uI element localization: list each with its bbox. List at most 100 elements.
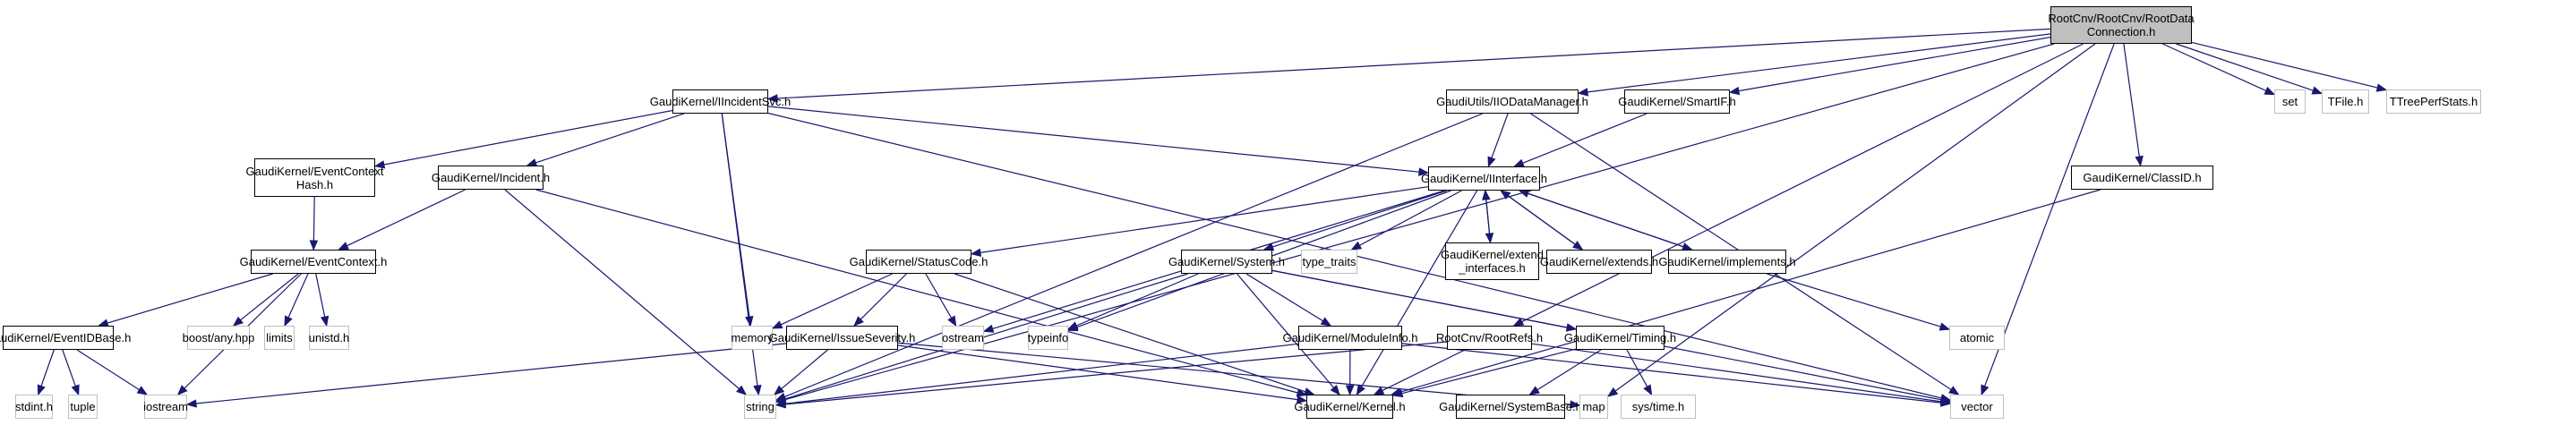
edge-iincidentsvc-to-iinterface bbox=[767, 106, 1420, 173]
arrowhead-icon bbox=[1528, 386, 1540, 395]
node-unistd[interactable]: unistd.h bbox=[309, 326, 349, 350]
node-tuple[interactable]: tuple bbox=[68, 395, 98, 419]
edge-root-to-map bbox=[1614, 43, 2096, 392]
edge-extends-to-iinterface bbox=[1507, 195, 1583, 251]
arrowhead-icon bbox=[1512, 318, 1525, 327]
edge-system-to-typeinfo bbox=[1075, 273, 1199, 327]
node-tfile[interactable]: TFile.h bbox=[2322, 89, 2369, 114]
arrowhead-icon bbox=[1500, 190, 1511, 200]
edge-root-to-vector bbox=[1984, 43, 2115, 387]
node-map[interactable]: map bbox=[1579, 395, 1608, 419]
node-iiodatamanager[interactable]: GaudiUtils/IIODataManager.h bbox=[1436, 89, 1588, 114]
edge-classid-to-kernel bbox=[1399, 189, 2101, 393]
edge-issueseverity-to-iostream bbox=[195, 343, 787, 404]
node-iincidentsvc[interactable]: GaudiKernel/IIncidentSvc.h bbox=[650, 89, 791, 114]
node-atomic[interactable]: atomic bbox=[1949, 326, 2005, 350]
edge-smartif-to-iinterface bbox=[1522, 113, 1647, 164]
arrowhead-icon bbox=[775, 400, 786, 409]
node-eventcontexthash[interactable]: GaudiKernel/EventContext Hash.h bbox=[246, 158, 383, 197]
node-typeinfo[interactable]: typeinfo bbox=[1028, 326, 1068, 350]
edge-rootrefs-to-string bbox=[784, 341, 1448, 405]
node-smartif[interactable]: GaudiKernel/SmartIF.h bbox=[1618, 89, 1736, 114]
edge-root-to-rootrefs bbox=[1521, 43, 2084, 323]
node-ostream[interactable]: ostream bbox=[942, 326, 984, 350]
edge-root-to-set bbox=[2162, 43, 2267, 91]
arrowhead-icon bbox=[338, 242, 349, 251]
arrowhead-icon bbox=[232, 316, 244, 327]
arrowhead-icon bbox=[71, 384, 80, 396]
arrowhead-icon bbox=[947, 315, 957, 327]
node-systembase[interactable]: GaudiKernel/SystemBase.h bbox=[1439, 395, 1582, 419]
arrowhead-icon bbox=[37, 384, 46, 396]
arrowhead-icon bbox=[1482, 189, 1491, 200]
node-kernel[interactable]: GaudiKernel/Kernel.h bbox=[1294, 395, 1406, 419]
node-root[interactable]: RootCnv/RootCnv/RootData Connection.h bbox=[2048, 6, 2195, 44]
node-issueseverity[interactable]: GaudiKernel/IssueSeverity.h bbox=[769, 326, 915, 350]
node-vector[interactable]: vector bbox=[1950, 395, 2004, 419]
edge-iiodatamanager-to-string bbox=[784, 113, 1483, 397]
arrowhead-icon bbox=[1330, 384, 1340, 396]
edge-root-to-tfile bbox=[2176, 43, 2314, 91]
node-ttreeperfstats[interactable]: TTreePerfStats.h bbox=[2386, 89, 2481, 114]
edge-moduleinfo-to-string bbox=[784, 343, 1299, 404]
arrowhead-icon bbox=[2135, 155, 2144, 167]
edge-iincidentsvc-to-incident bbox=[535, 113, 684, 164]
edge-eventidbase-to-tuple bbox=[62, 349, 76, 387]
arrowhead-icon bbox=[1513, 158, 1525, 167]
node-moduleinfo[interactable]: GaudiKernel/ModuleInfo.h bbox=[1282, 326, 1418, 350]
arrowhead-icon bbox=[1643, 384, 1653, 396]
edge-eventidbase-to-iostream bbox=[76, 349, 140, 391]
node-string[interactable]: string bbox=[744, 395, 776, 419]
arrowhead-icon bbox=[2311, 86, 2324, 95]
edge-statuscode-to-ostream bbox=[925, 273, 953, 319]
node-stdint[interactable]: stdint.h bbox=[15, 395, 53, 419]
arrowhead-icon bbox=[1981, 384, 1990, 396]
node-extends[interactable]: GaudiKernel/extends.h bbox=[1540, 250, 1658, 274]
node-implements[interactable]: GaudiKernel/implements.h bbox=[1658, 250, 1796, 274]
edge-statuscode-to-kernel bbox=[954, 273, 1306, 393]
node-type-traits[interactable]: type_traits bbox=[1301, 250, 1357, 274]
arrowhead-icon bbox=[1577, 88, 1588, 97]
arrowhead-icon bbox=[185, 399, 197, 408]
node-rootrefs[interactable]: RootCnv/RootRefs.h bbox=[1436, 326, 1543, 350]
node-timing[interactable]: GaudiKernel/Timing.h bbox=[1564, 326, 1676, 350]
node-extend-interfaces[interactable]: GaudiKernel/extend _interfaces.h bbox=[1441, 242, 1544, 280]
node-statuscode[interactable]: GaudiKernel/StatusCode.h bbox=[850, 250, 988, 274]
node-eventidbase[interactable]: GaudiKernel/EventIDBase.h bbox=[0, 326, 131, 350]
node-systime[interactable]: sys/time.h bbox=[1621, 395, 1696, 419]
node-system[interactable]: GaudiKernel/System.h bbox=[1168, 250, 1285, 274]
arrowhead-icon bbox=[1728, 86, 1741, 96]
node-classid[interactable]: GaudiKernel/ClassID.h bbox=[2071, 166, 2213, 190]
edge-eventcontexthash-to-eventcontext bbox=[312, 196, 315, 242]
arrowhead-icon bbox=[320, 315, 329, 327]
arrowhead-icon bbox=[284, 315, 293, 327]
edge-root-to-iincidentsvc bbox=[776, 28, 2051, 99]
node-set[interactable]: set bbox=[2274, 89, 2306, 114]
arrowhead-icon bbox=[1948, 386, 1960, 395]
arrowhead-icon bbox=[736, 385, 748, 395]
arrowhead-icon bbox=[1418, 167, 1430, 176]
arrowhead-icon bbox=[853, 316, 864, 327]
edge-root-to-smartif bbox=[1738, 37, 2051, 92]
edge-issueseverity-to-string bbox=[781, 349, 828, 390]
node-limits[interactable]: limits bbox=[264, 326, 295, 350]
arrowhead-icon bbox=[136, 386, 149, 395]
arrowhead-icon bbox=[773, 385, 785, 395]
arrowhead-icon bbox=[1606, 387, 1619, 397]
arrowhead-icon bbox=[1487, 156, 1496, 168]
node-memory[interactable]: memory bbox=[732, 326, 773, 350]
arrowhead-icon bbox=[1350, 241, 1363, 251]
edge-eventcontext-to-boost_any bbox=[240, 273, 299, 321]
arrowhead-icon bbox=[373, 160, 386, 169]
node-boost-any[interactable]: boost/any.hpp bbox=[183, 326, 254, 350]
arrowhead-icon bbox=[766, 94, 778, 103]
node-eventcontext[interactable]: GaudiKernel/EventContext.h bbox=[240, 250, 387, 274]
node-iostream[interactable]: iostream bbox=[143, 395, 188, 419]
node-iinterface[interactable]: GaudiKernel/IInterface.h bbox=[1421, 166, 1547, 191]
edge-root-to-classid bbox=[2123, 43, 2140, 157]
node-incident[interactable]: GaudiKernel/Incident.h bbox=[432, 166, 550, 190]
arrowhead-icon bbox=[970, 248, 982, 257]
edge-iinterface-to-statuscode bbox=[980, 186, 1429, 253]
edge-timing-to-systime bbox=[1626, 349, 1648, 387]
